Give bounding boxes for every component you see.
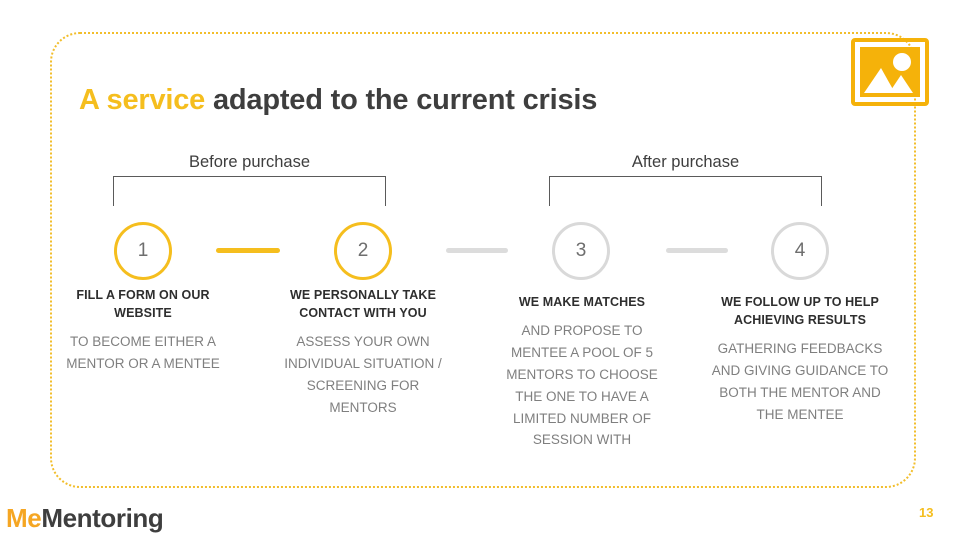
step-heading-4: WE FOLLOW UP TO HELP ACHIEVING RESULTS: [721, 295, 879, 328]
phase-label-after: After purchase: [631, 153, 740, 171]
connector-1-2: [216, 248, 280, 253]
connector-3-4: [666, 248, 728, 253]
step-block-4: WE FOLLOW UP TO HELP ACHIEVING RESULTS G…: [705, 293, 895, 426]
page-title-accent: A service: [79, 84, 206, 116]
step-body-4: GATHERING FEEDBACKS AND GIVING GUIDANCE …: [711, 341, 889, 422]
phase-bracket-before: [113, 176, 386, 206]
step-body-3: AND PROPOSE TO MENTEE A POOL OF 5 MENTOR…: [506, 323, 658, 448]
step-heading-1: FILL A FORM ON OUR WEBSITE: [76, 288, 210, 321]
connector-2-3: [446, 248, 508, 253]
step-block-1: FILL A FORM ON OUR WEBSITE TO BECOME EIT…: [58, 286, 228, 375]
brand-logo-me: Me: [6, 503, 42, 533]
page-number: 13: [919, 505, 934, 520]
step-number-3: 3: [575, 240, 587, 261]
step-block-2: WE PERSONALLY TAKE CONTACT WITH YOU ASSE…: [283, 286, 443, 419]
step-body-1: TO BECOME EITHER A MENTOR OR A MENTEE: [66, 334, 220, 372]
page-title: A service adapted to the current crisis: [79, 84, 597, 117]
step-circle-4[interactable]: 4: [771, 222, 829, 280]
step-circle-3[interactable]: 3: [552, 222, 610, 280]
phase-bracket-after: [549, 176, 822, 206]
step-number-1: 1: [137, 240, 149, 261]
brand-logo: MeMentoring: [6, 503, 164, 534]
step-number-4: 4: [794, 240, 806, 261]
step-heading-2: WE PERSONALLY TAKE CONTACT WITH YOU: [289, 288, 437, 321]
image-placeholder-icon: [851, 38, 929, 106]
step-heading-3: WE MAKE MATCHES: [518, 295, 646, 309]
brand-logo-mentoring: Mentoring: [41, 503, 164, 533]
step-body-2: ASSESS YOUR OWN INDIVIDUAL SITUATION / S…: [284, 334, 442, 415]
step-circle-2[interactable]: 2: [334, 222, 392, 280]
step-block-3: WE MAKE MATCHES AND PROPOSE TO MENTEE A …: [494, 293, 670, 451]
page-title-rest: adapted to the current crisis: [205, 84, 598, 116]
phase-label-before: Before purchase: [188, 153, 311, 171]
step-number-2: 2: [357, 240, 369, 261]
step-circle-1[interactable]: 1: [114, 222, 172, 280]
